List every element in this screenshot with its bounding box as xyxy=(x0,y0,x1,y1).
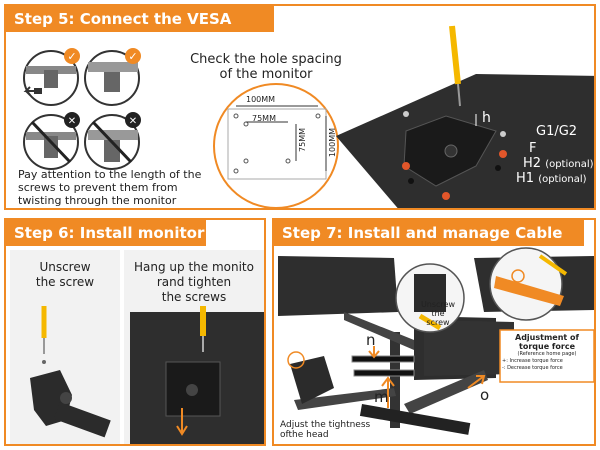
step6-panel: Step 6: Install monitor Unscrew the scre… xyxy=(4,218,266,446)
step6-drawings xyxy=(30,306,264,444)
label-h: h xyxy=(482,110,491,126)
label-n: n xyxy=(366,331,376,349)
step6-unscrew-line-1: Unscrew xyxy=(39,260,91,274)
torque-text: Adjustment of torque force (Reference ho… xyxy=(502,333,592,372)
hole-spacing-line-1: Check the hole spacing xyxy=(190,52,342,67)
step5-title: Step 5: Connect the VESA Plate xyxy=(14,10,232,54)
screw-ok-illustration-2 xyxy=(84,50,140,106)
adjust-head-caption: Adjust the tightness ofthe head xyxy=(280,420,370,440)
step6-hang-caption: Hang up the monito rand tighten the scre… xyxy=(124,260,264,305)
torque-decrease: -: Decrease torque force xyxy=(502,365,563,371)
step6-hang-line-3: the screws xyxy=(161,290,227,304)
torque-ref: (Reference home page) xyxy=(517,351,577,357)
rotation-indicator xyxy=(287,351,305,369)
zoom-arm xyxy=(494,276,564,306)
step5-header: Step 5: Connect the VESA Plate xyxy=(6,6,274,54)
label-h1-text: H1 xyxy=(516,171,535,186)
step7-drawings xyxy=(278,247,594,435)
mount-arm xyxy=(53,402,111,438)
bad-badge-2: ✕ xyxy=(125,112,141,128)
screw-ok-illustration-1 xyxy=(23,50,79,106)
hole-spacing-caption: Check the hole spacing of the monitor xyxy=(186,52,346,82)
torque-title-2: torque force xyxy=(519,342,575,351)
svg-text:✓: ✓ xyxy=(67,50,76,63)
label-h1: H1 (optional) xyxy=(516,171,587,186)
dim-75-horizontal: 75MM xyxy=(252,114,276,123)
label-h1-note: (optional) xyxy=(538,174,587,185)
mount-head-left xyxy=(290,356,334,404)
step7-panel: Step 7: Install and manage Cable Case xyxy=(272,218,596,446)
caution-line-3: twisting through the monitor xyxy=(18,194,177,207)
label-h2: H2 (optional) xyxy=(523,156,594,171)
dim-75-vertical: 75MM xyxy=(298,128,307,152)
caution-line-2: screws to prevent them from xyxy=(18,181,178,194)
label-m: m xyxy=(374,388,389,406)
torque-increase: +: Increase torque force xyxy=(502,358,563,364)
label-o: o xyxy=(480,386,490,404)
adjust-head-line-1: Adjust the tightness xyxy=(280,420,371,430)
step6-title: Step 6: Install monitor xyxy=(14,224,205,242)
allen-key-icon xyxy=(538,254,568,276)
torque-box xyxy=(499,329,594,383)
caution-text: Pay attention to the length of the screw… xyxy=(18,168,201,207)
torque-title-1: Adjustment of xyxy=(515,333,579,342)
ok-badge-2: ✓ xyxy=(125,48,141,64)
zoom-vesa xyxy=(414,274,446,312)
screwdriver-icon xyxy=(449,25,461,85)
monitor-left xyxy=(278,256,398,316)
ok-badge-1: ✓ xyxy=(64,48,80,64)
vesa-diagram xyxy=(213,25,594,208)
dim-100-horizontal: 100MM xyxy=(246,95,276,104)
adjust-head-line-2: ofthe head xyxy=(280,430,329,440)
mount-pole xyxy=(390,332,400,428)
mount-base xyxy=(359,403,471,435)
step7-unscrew-line-1: Unscrew xyxy=(420,300,456,309)
label-h2-note: (optional) xyxy=(545,159,594,170)
step6-header: Step 6: Install monitor xyxy=(6,220,206,246)
svg-text:✕: ✕ xyxy=(129,116,137,127)
svg-text:✕: ✕ xyxy=(68,116,76,127)
bad-badge-1: ✕ xyxy=(64,112,80,128)
caution-line-1: Pay attention to the length of the xyxy=(18,168,202,181)
arm-right xyxy=(404,370,488,414)
step7-header: Step 7: Install and manage Cable Case xyxy=(274,220,584,268)
step7-unscrew-caption: Unscrew the screw xyxy=(420,300,456,327)
step6-unscrew-line-2: the screw xyxy=(35,275,95,289)
svg-text:✓: ✓ xyxy=(128,50,137,63)
label-g1-g2: G1/G2 xyxy=(536,124,578,139)
screw-bad-illustration-1 xyxy=(23,114,79,170)
screw-bad-illustration-2 xyxy=(84,114,140,170)
screw-illustrations: ✓ ✓ ✕ ✕ xyxy=(23,48,141,170)
cable-case-n xyxy=(351,355,415,363)
arm-top xyxy=(344,312,414,350)
arrow-n xyxy=(368,346,380,359)
zoom-circle-adjust xyxy=(489,247,563,321)
arrow-o xyxy=(467,375,486,389)
label-h2-text: H2 xyxy=(523,156,542,171)
arrow-m xyxy=(381,376,395,408)
step5-panel: Step 5: Connect the VESA Plate ✓ ✓ xyxy=(4,4,596,210)
hole-spacing-line-2: of the monitor xyxy=(219,67,313,82)
label-f: F xyxy=(529,141,537,156)
step7-unscrew-line-2: the screw xyxy=(426,309,450,327)
dim-100-vertical: 100MM xyxy=(328,128,337,158)
step6-hang-line-2: rand tighten xyxy=(156,275,232,289)
hole-spacing-circle xyxy=(213,83,339,208)
step6-hang-line-1: Hang up the monito xyxy=(134,260,254,274)
screwdriver-icon xyxy=(418,313,442,331)
step6-unscrew-caption: Unscrew the screw xyxy=(10,260,120,290)
arm-left xyxy=(294,388,396,410)
